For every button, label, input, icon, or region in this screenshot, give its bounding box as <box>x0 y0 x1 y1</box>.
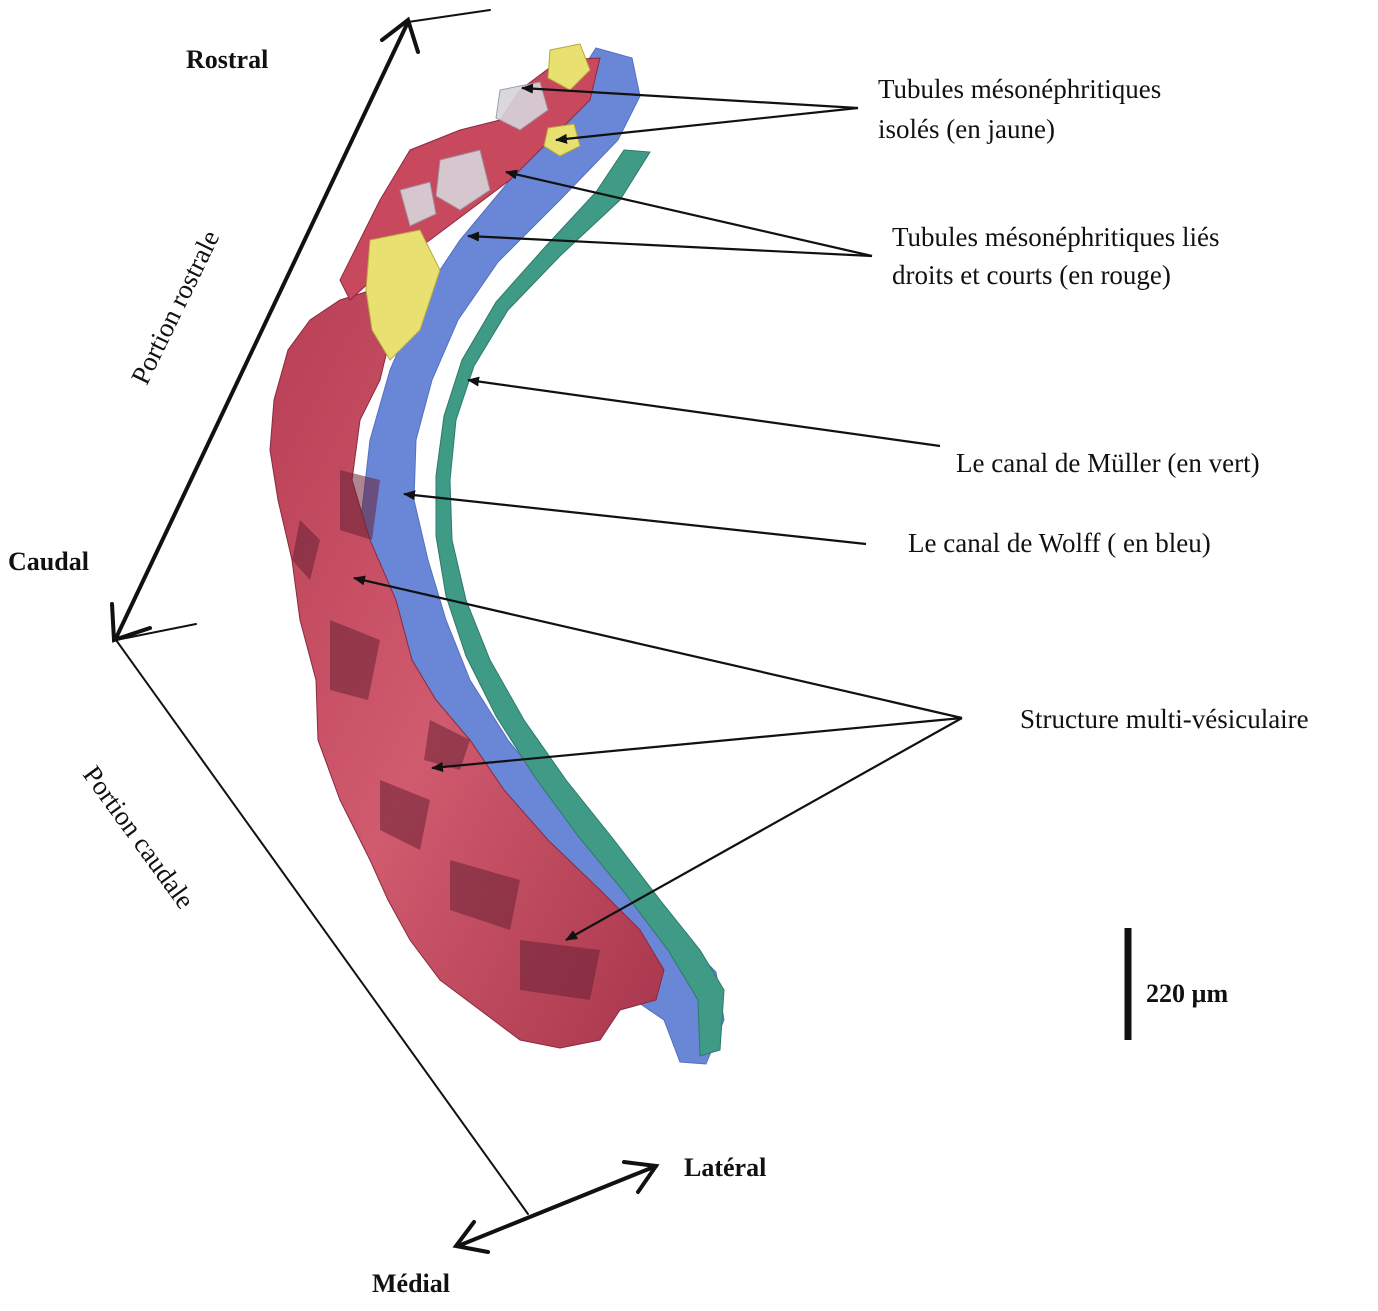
muller-duct-label: Le canal de Müller (en vert) <box>956 446 1260 481</box>
arrow-wolff <box>404 494 866 544</box>
medio-lateral-axis <box>458 1166 656 1246</box>
reconstruction <box>270 44 724 1064</box>
medial-label: Médial <box>372 1266 450 1301</box>
linked-tubules-label-1: Tubules mésonéphritiques liés <box>892 220 1220 255</box>
rostral-label: Rostral <box>186 42 268 77</box>
scale-bar-label: 220 µm <box>1146 976 1228 1011</box>
multi-vesicular-label: Structure multi-vésiculaire <box>1020 702 1309 737</box>
isolated-tubules-label-2: isolés (en jaune) <box>878 112 1055 147</box>
arrow-muller <box>468 380 940 446</box>
caudal-label: Caudal <box>8 544 89 579</box>
arrow-multi-3 <box>566 718 962 940</box>
isolated-tubules-label-1: Tubules mésonéphritiques <box>878 72 1161 107</box>
tick-bottom <box>116 624 196 640</box>
wolff-duct-label: Le canal de Wolff ( en bleu) <box>908 526 1211 561</box>
multi-vesicular-structure <box>270 290 664 1048</box>
lateral-label: Latéral <box>684 1150 766 1185</box>
linked-tubules-label-2: droits et courts (en rouge) <box>892 258 1171 293</box>
tick-top <box>408 10 490 22</box>
arrow-linked-2 <box>468 236 872 256</box>
